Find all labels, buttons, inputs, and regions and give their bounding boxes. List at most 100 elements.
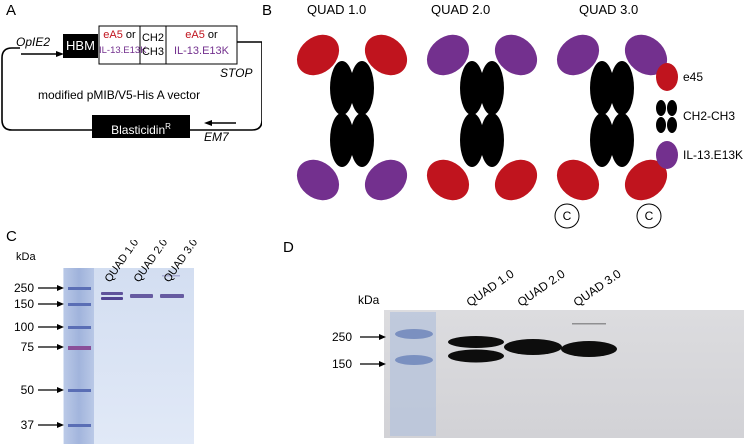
- quad1-bottom-left-domain: [296, 159, 340, 201]
- quad2-fc-lower-left: [460, 113, 484, 167]
- quad3-bottom-right-domain: [624, 159, 668, 201]
- gel-d-background: [384, 310, 744, 438]
- gel-d-quad1-band-lower: [448, 349, 504, 363]
- insert-box-3-il13: IL-13.E13K: [173, 45, 230, 57]
- quad1-fc-lower-right: [350, 113, 374, 167]
- legend-il13-swatch: [656, 141, 678, 169]
- construct-quad-1: [296, 34, 408, 201]
- legend-fc-swatch-2: [667, 100, 677, 116]
- insert-box-2-ch2: CH2: [141, 32, 164, 44]
- gel-c-ladder-band-150: [68, 303, 91, 306]
- quad1-bottom-right-domain: [364, 159, 408, 201]
- quad3-top-right-domain: [624, 34, 668, 76]
- vector-name: modified pMIB/V5-His A vector: [38, 88, 201, 102]
- gel-c-ladder-band-100: [68, 326, 91, 329]
- vector-map: [1, 25, 262, 131]
- gel-c-kda-label: kDa: [16, 251, 36, 263]
- stop-label: STOP: [220, 66, 253, 80]
- construct-quad-2: [426, 34, 538, 201]
- legend-fc-label: CH2-CH3: [683, 109, 736, 123]
- gel-c-marker-37: 37: [21, 418, 35, 432]
- quad3-fc-lower-left: [590, 113, 614, 167]
- gel-d-marker-250: 250: [332, 330, 352, 344]
- gel-d-ladder-band-150: [395, 355, 433, 365]
- gel-c-figure: kDa 250 150 100 75 50 37 QUAD 1.0 QUAD 2…: [14, 240, 200, 444]
- legend-e45-label: e45: [683, 70, 704, 84]
- gel-c-marker-arrows: [38, 285, 64, 428]
- quad3-cys-tag-right: [636, 203, 662, 229]
- quad2-bottom-right-domain: [494, 159, 538, 201]
- panel-label-c: C: [6, 228, 17, 245]
- gel-d-marker-arrows: [360, 334, 386, 367]
- quad3-label: QUAD 3.0: [579, 2, 639, 17]
- gel-d-ladder-band-250: [395, 329, 433, 339]
- gel-d-lane-quad2: QUAD 2.0: [515, 266, 568, 309]
- quad2-fc-lower-right: [480, 113, 504, 167]
- panel-label-a: A: [6, 2, 17, 19]
- vector-backbone: [1, 41, 262, 131]
- gel-c-ladder-band-50: [68, 389, 91, 392]
- panel-label-d: D: [283, 239, 294, 256]
- construct-quad-3: [554, 34, 668, 229]
- gel-d-kda-label: kDa: [358, 293, 380, 307]
- legend-e45-swatch: [656, 63, 678, 91]
- gel-c-marker-75: 75: [21, 340, 35, 354]
- legend-swatches: [656, 63, 678, 169]
- gel-c-quad1-band-upper: [101, 292, 123, 295]
- quad3-cys-tag-left-label: C: [562, 209, 572, 223]
- blasticidin-label: Blasticidin: [111, 123, 166, 137]
- insert-box-3: [165, 25, 238, 65]
- gel-c-marker-250: 250: [14, 281, 34, 295]
- insert-box-1-ea5: eA5: [103, 29, 123, 41]
- gel-d-quad1-band-upper: [448, 336, 504, 348]
- construct-diagrams: [296, 34, 678, 229]
- quad3-cys-tag-left: [554, 203, 580, 229]
- legend-il13-label: IL-13.E13K: [683, 148, 744, 162]
- gel-d-quad3-band: [561, 341, 617, 357]
- blasticidin-block: BlasticidinR: [92, 115, 190, 138]
- promoter-label: OpIE2: [16, 35, 51, 49]
- gel-d-figure: kDa 250 150 QUAD 1.0 QUAD 2.0 QUAD 3.0: [332, 266, 744, 438]
- legend-fc-swatch-3: [656, 117, 666, 133]
- panel-label-b: B: [262, 2, 273, 19]
- insert-box-3-or: or: [204, 29, 218, 41]
- blasticidin-sup: R: [165, 122, 171, 131]
- quad1-top-right-domain: [364, 34, 408, 76]
- em7-arrowhead: [204, 120, 212, 126]
- quad3-fc-upper-left: [590, 61, 614, 115]
- quad3-bottom-left-domain: [556, 159, 600, 201]
- hbm-block: HBM: [63, 34, 98, 58]
- gel-c-quad3-band: [160, 294, 184, 298]
- gel-c-ladder-band-37: [68, 424, 91, 427]
- gel-c-ladder-lane: [64, 268, 94, 444]
- quad1-top-left-domain: [296, 34, 340, 76]
- quad2-bottom-left-domain: [426, 159, 470, 201]
- gel-c-quad2-band: [130, 294, 153, 298]
- insert-box-1-il13: IL-13.E13K: [99, 45, 147, 56]
- quad3-top-left-domain: [556, 34, 600, 76]
- gel-c-marker-100: 100: [14, 320, 34, 334]
- gel-d-lane-quad3: QUAD 3.0: [571, 266, 624, 309]
- gel-d-lane-quad1: QUAD 1.0: [464, 266, 517, 309]
- quad2-top-right-domain: [494, 34, 538, 76]
- quad2-label: QUAD 2.0: [431, 2, 491, 17]
- quad3-fc-lower-right: [610, 113, 634, 167]
- insert-box-3-text: eA5 or: [166, 29, 237, 42]
- gel-c-marker-150: 150: [14, 297, 34, 311]
- insert-box-2-ch3: CH3: [141, 46, 164, 58]
- gel-d-marker-150: 150: [332, 357, 352, 371]
- legend-fc-swatch-4: [667, 117, 677, 133]
- gel-d-quad3-faint-band: [572, 323, 606, 325]
- quad1-fc-lower-left: [330, 113, 354, 167]
- quad2-fc-upper-left: [460, 61, 484, 115]
- legend-fc-swatch-1: [656, 100, 666, 116]
- gel-d-quad2-band: [504, 339, 562, 355]
- insert-box-2: [139, 25, 167, 65]
- promoter-arrowhead: [56, 51, 64, 57]
- quad3-fc-upper-right: [610, 61, 634, 115]
- insert-box-1-or: or: [122, 29, 136, 41]
- quad1-fc-upper-left: [330, 61, 354, 115]
- quad1-label: QUAD 1.0: [307, 2, 367, 17]
- em7-label: EM7: [204, 130, 229, 144]
